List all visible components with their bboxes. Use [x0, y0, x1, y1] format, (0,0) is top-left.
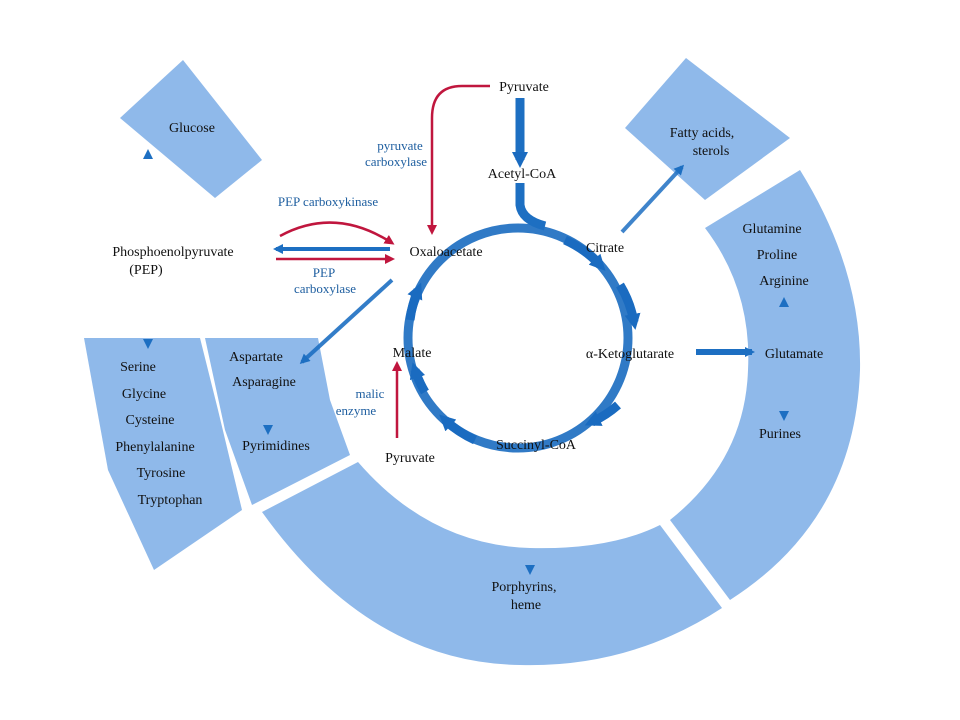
- enzyme-pep-carboxykinase: PEP carboxykinase: [278, 194, 378, 209]
- cycle-arrow-succinyl: [584, 401, 621, 427]
- enzyme-pyruvate-carboxylase-line2: carboxylase: [365, 154, 427, 169]
- label-tyrosine: Tyrosine: [137, 466, 186, 481]
- oaa-to-aspartate-arrow: [299, 278, 394, 365]
- label-fatty-acids-line2: sterols: [693, 144, 730, 159]
- label-pep-line1: Phosphoenolpyruvate: [112, 245, 233, 260]
- label-pep-line2: (PEP): [129, 263, 163, 278]
- enzyme-malic-line2: enzyme: [336, 403, 377, 418]
- label-oxaloacetate: Oxaloacetate: [409, 245, 482, 260]
- label-glucose: Glucose: [169, 121, 215, 136]
- regions: [84, 58, 861, 666]
- citrate-to-fatty-acids-arrow: [620, 164, 685, 234]
- label-fatty-acids-line1: Fatty acids,: [670, 126, 735, 141]
- acetyl-to-citrate-path: [515, 183, 547, 231]
- cycle-arrow-oaa: [405, 282, 423, 321]
- enzyme-pyruvate-carboxylase-line1: pyruvate: [377, 138, 423, 153]
- pyruvate-carboxylase-arrow: [427, 84, 490, 235]
- label-arginine: Arginine: [759, 274, 809, 289]
- anaplerotic-arrows: [276, 84, 490, 438]
- amino-acid-aromatic-region: [84, 338, 242, 570]
- label-pyruvate-top: Pyruvate: [499, 80, 549, 95]
- cycle-arrow-malate-1: [439, 414, 477, 445]
- label-succinyl-coa: Succinyl-CoA: [496, 438, 577, 453]
- label-glutamate: Glutamate: [765, 347, 823, 362]
- enzyme-pep-carboxylase-line1: PEP: [313, 265, 335, 280]
- acetyl-coa-entry: [512, 98, 547, 231]
- porphyrins-region: [262, 462, 722, 666]
- glucose-region: [120, 60, 262, 198]
- biosynthetic-arrows: [143, 149, 789, 575]
- label-purines: Purines: [759, 427, 801, 442]
- label-glycine: Glycine: [122, 387, 166, 402]
- label-acetyl-coa: Acetyl-CoA: [488, 167, 557, 182]
- cycle-arrow-citrate: [563, 235, 606, 271]
- label-cysteine: Cysteine: [126, 413, 175, 428]
- label-porphyrins-line2: heme: [511, 598, 541, 613]
- enzyme-malic-line1: malic: [356, 386, 385, 401]
- cycle-arrow-akg: [616, 282, 641, 330]
- fatty-acids-region: [625, 58, 790, 200]
- label-tryptophan: Tryptophan: [138, 493, 203, 508]
- citric-acid-cycle: [403, 223, 641, 453]
- label-pyrimidines: Pyrimidines: [242, 439, 310, 454]
- label-proline: Proline: [757, 248, 797, 263]
- label-pyruvate-bottom: Pyruvate: [385, 451, 435, 466]
- label-alpha-ketoglutarate: α-Ketoglutarate: [586, 347, 674, 362]
- label-glutamine: Glutamine: [742, 222, 801, 237]
- cycle-arrow-malate-2: [409, 362, 429, 395]
- aspartate-region: [205, 338, 350, 505]
- label-malate: Malate: [393, 346, 432, 361]
- label-porphyrins-line1: Porphyrins,: [492, 580, 557, 595]
- pep-carboxykinase-arrow: [279, 221, 395, 245]
- enzyme-labels: pyruvate carboxylase PEP carboxykinase P…: [278, 138, 427, 418]
- label-citrate: Citrate: [586, 241, 624, 256]
- metabolite-labels: Pyruvate Acetyl-CoA Citrate α-Ketoglutar…: [112, 80, 823, 613]
- enzyme-pep-carboxylase-line2: carboxylase: [294, 281, 356, 296]
- cycle-ring: [403, 223, 633, 453]
- label-serine: Serine: [120, 360, 156, 375]
- label-asparagine: Asparagine: [232, 375, 296, 390]
- label-phenylalanine: Phenylalanine: [115, 440, 194, 455]
- glutamate-region: [670, 170, 861, 600]
- label-aspartate: Aspartate: [229, 350, 283, 365]
